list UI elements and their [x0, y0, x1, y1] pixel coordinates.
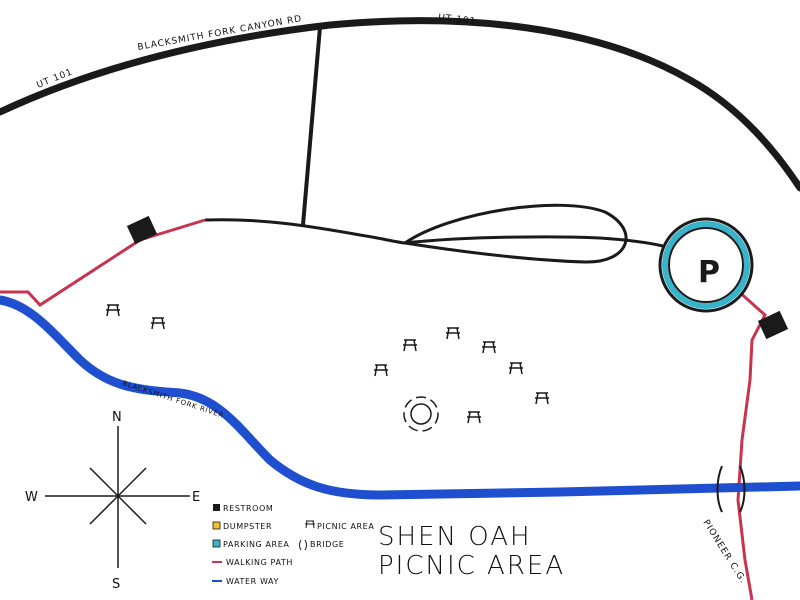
interior-road [204, 218, 664, 248]
highway-road [0, 17, 800, 192]
legend: RESTROOM DUMPSTER PICNIC AREA PARKING AR… [212, 504, 374, 586]
highway-label-right: UT 101 [438, 13, 477, 27]
picnic-table-icon [467, 411, 481, 424]
picnic-table-icon [482, 341, 496, 354]
picnic-table-icon [509, 362, 523, 375]
picnic-table-icon [535, 392, 549, 405]
parking-symbol: P [698, 255, 720, 290]
road-loop [401, 203, 628, 264]
restroom-icon[interactable] [126, 215, 158, 245]
legend-dumpster-swatch [212, 521, 221, 530]
picnic-table-icon [403, 339, 417, 352]
map-title-line2: PICNIC AREA [378, 551, 565, 581]
legend-parking-area: PARKING AREA [223, 540, 289, 549]
legend-picnic-area: PICNIC AREA [317, 522, 374, 531]
blacksmith-fork-river [0, 295, 800, 500]
compass-east: E [192, 490, 200, 505]
legend-bridge: BRIDGE [310, 540, 344, 549]
compass-north: N [112, 410, 122, 425]
compass-west: W [25, 490, 38, 505]
access-road [301, 26, 322, 226]
picnic-table-icon [446, 327, 460, 340]
legend-walking-path: WALKING PATH [226, 558, 293, 567]
legend-dumpster: DUMPSTER [223, 522, 272, 531]
restroom-icon[interactable] [757, 310, 789, 340]
legend-bridge-icon [299, 539, 307, 551]
legend-parking-swatch [212, 539, 221, 548]
picnic-table-icon [106, 304, 120, 317]
map-title-line1: SHEN OAH [378, 522, 532, 552]
fire-pit-icon[interactable] [403, 396, 439, 432]
bridge-icon [716, 465, 746, 513]
compass-rose [45, 426, 190, 568]
legend-restroom-swatch [213, 504, 220, 511]
legend-restroom: RESTROOM [223, 504, 273, 513]
legend-picnic-icon [305, 520, 315, 529]
picnic-tables [106, 304, 549, 424]
picnic-table-icon [151, 317, 165, 330]
walking-path-left [0, 218, 206, 307]
parking-area[interactable] [658, 217, 754, 313]
compass-south: S [112, 577, 120, 592]
legend-waterway: WATER WAY [226, 577, 279, 586]
picnic-table-icon [374, 364, 388, 377]
walking-path-right [736, 288, 767, 600]
